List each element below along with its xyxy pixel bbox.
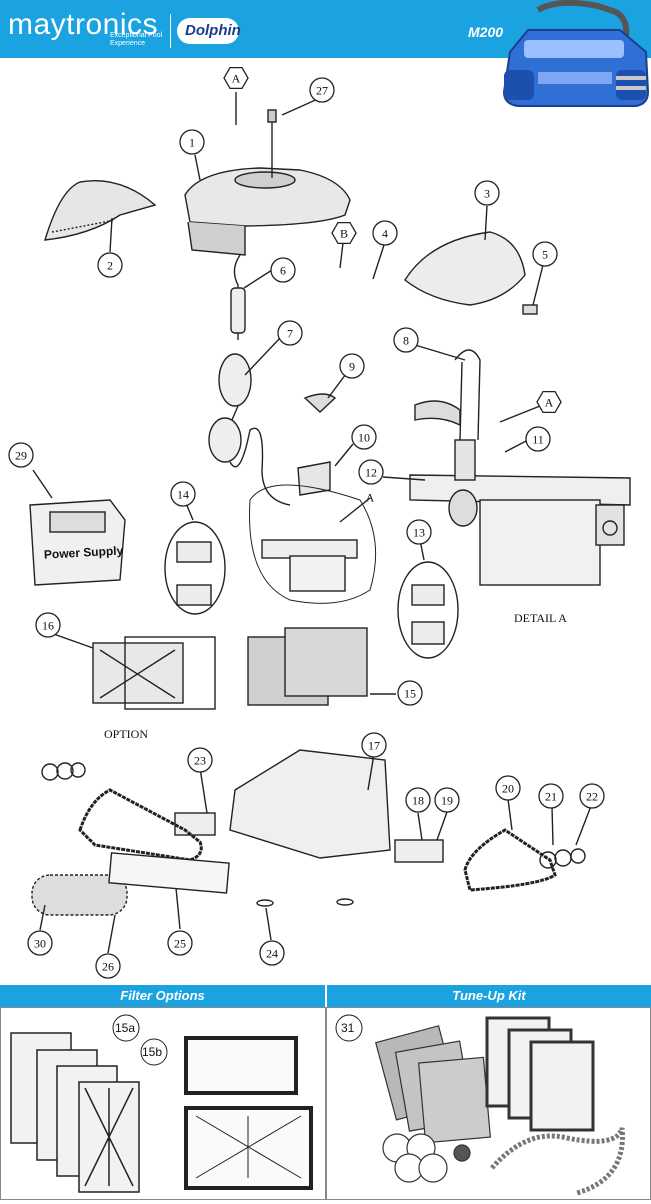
- part-top-cover: [184, 167, 351, 227]
- svg-text:2: 2: [107, 259, 113, 273]
- svg-text:29: 29: [15, 449, 27, 463]
- part-clip: [522, 304, 538, 315]
- callout-A: A: [223, 66, 249, 90]
- svg-text:14: 14: [177, 488, 189, 502]
- callout-1: 1: [179, 129, 205, 155]
- callout-11: 11: [525, 426, 551, 452]
- svg-text:22: 22: [586, 790, 598, 804]
- svg-text:A: A: [366, 491, 375, 505]
- part-axle-roller: [108, 852, 230, 894]
- header-separator: [170, 14, 171, 48]
- callout-21: 21: [538, 783, 564, 809]
- callout-7: 7: [277, 320, 303, 346]
- callout-23: 23: [187, 747, 213, 773]
- callout-29: 29: [8, 442, 34, 468]
- svg-text:16: 16: [42, 619, 54, 633]
- filter-options-image: 15a 15b: [10, 1014, 313, 1193]
- svg-text:27: 27: [316, 84, 328, 98]
- callout-13: 13: [406, 519, 432, 545]
- svg-text:17: 17: [368, 739, 380, 753]
- svg-text:3: 3: [484, 187, 490, 201]
- svg-text:18: 18: [412, 794, 424, 808]
- svg-text:9: 9: [349, 360, 355, 374]
- option-label: OPTION: [104, 727, 148, 741]
- svg-text:A: A: [545, 396, 554, 410]
- callout-4: 4: [372, 220, 398, 246]
- part-side-cover: [404, 231, 526, 306]
- svg-text:20: 20: [502, 782, 514, 796]
- detail-a-label: DETAIL A: [514, 611, 567, 625]
- tune-up-kit-header: Tune-Up Kit: [327, 985, 651, 1007]
- brand-logo-text: maytronics: [8, 8, 159, 41]
- svg-text:4: 4: [382, 227, 388, 241]
- svg-text:A: A: [232, 72, 241, 86]
- callout-8: 8: [393, 327, 419, 353]
- callout-18: 18: [405, 787, 431, 813]
- svg-text:19: 19: [441, 794, 453, 808]
- svg-text:13: 13: [413, 526, 425, 540]
- callout-A: A: [366, 491, 375, 505]
- tune-up-kit-image: 31: [335, 1014, 625, 1196]
- callout-2: 2: [97, 252, 123, 278]
- tune-up-kit-panel: 31: [326, 1007, 651, 1200]
- filter-options-panel: 15a 15b: [0, 1007, 326, 1200]
- callout-17: 17: [361, 732, 387, 758]
- svg-text:10: 10: [358, 431, 370, 445]
- dolphin-logo: Dolphin: [177, 18, 241, 44]
- svg-text:24: 24: [266, 947, 278, 961]
- svg-text:21: 21: [545, 790, 557, 804]
- callout-26: 26: [95, 953, 121, 979]
- svg-text:30: 30: [34, 937, 46, 951]
- callout-22: 22: [579, 783, 605, 809]
- svg-text:8: 8: [403, 334, 409, 348]
- svg-text:23: 23: [194, 754, 206, 768]
- model-name: M200: [468, 24, 504, 40]
- callout-6: 6: [270, 257, 296, 283]
- callout-24: 24: [259, 940, 285, 966]
- callout-A: A: [536, 390, 562, 414]
- svg-text:1: 1: [189, 136, 195, 150]
- callout-20: 20: [495, 775, 521, 801]
- callout-5: 5: [532, 241, 558, 267]
- svg-text:25: 25: [174, 937, 186, 951]
- callout-16: 16: [35, 612, 61, 638]
- svg-text:11: 11: [532, 433, 544, 447]
- power-supply-text: Power Supply: [44, 543, 124, 561]
- filter-options-header: Filter Options: [0, 985, 325, 1007]
- callout-19: 19: [434, 787, 460, 813]
- part-base-chassis: [229, 749, 391, 859]
- callout-9: 9: [339, 353, 365, 379]
- svg-text:B: B: [340, 227, 348, 241]
- callout-25: 25: [167, 930, 193, 956]
- svg-text:5: 5: [542, 248, 548, 262]
- callout-30: 30: [27, 930, 53, 956]
- callout-B: B: [331, 221, 357, 245]
- part-brush-roller: [31, 874, 128, 916]
- callout-12: 12: [358, 459, 384, 485]
- callout-15a: 15a: [115, 1021, 135, 1035]
- callout-10: 10: [351, 424, 377, 450]
- callout-31: 31: [341, 1021, 355, 1035]
- brand-tagline: Exceptional Pool Experience: [110, 32, 163, 47]
- part-handle-side: [44, 179, 157, 241]
- callout-15b: 15b: [142, 1045, 162, 1059]
- svg-text:15: 15: [404, 687, 416, 701]
- callout-3: 3: [474, 180, 500, 206]
- callout-14: 14: [170, 481, 196, 507]
- svg-text:7: 7: [287, 327, 293, 341]
- svg-text:6: 6: [280, 264, 286, 278]
- svg-text:12: 12: [365, 466, 377, 480]
- robot-photo-icon: [502, 0, 650, 107]
- callout-15: 15: [397, 680, 423, 706]
- callout-27: 27: [309, 77, 335, 103]
- svg-text:26: 26: [102, 960, 114, 974]
